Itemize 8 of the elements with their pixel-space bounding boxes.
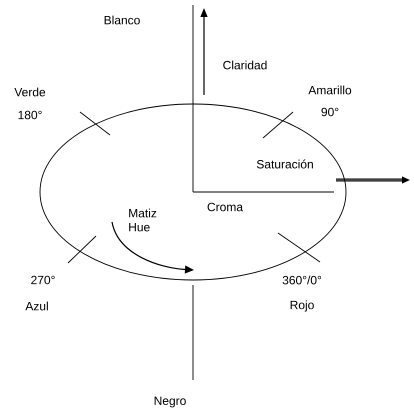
axis-label: Verde	[14, 88, 46, 96]
axis-label: 90°	[322, 108, 338, 116]
axis-label: Claridad	[223, 60, 267, 70]
axis-label: Negro	[154, 396, 186, 408]
axis-label: Rojo	[290, 300, 314, 312]
axis-label: 180°	[18, 110, 42, 120]
axis-label: Blanco	[104, 16, 140, 24]
axis-label: Azul	[25, 302, 48, 310]
